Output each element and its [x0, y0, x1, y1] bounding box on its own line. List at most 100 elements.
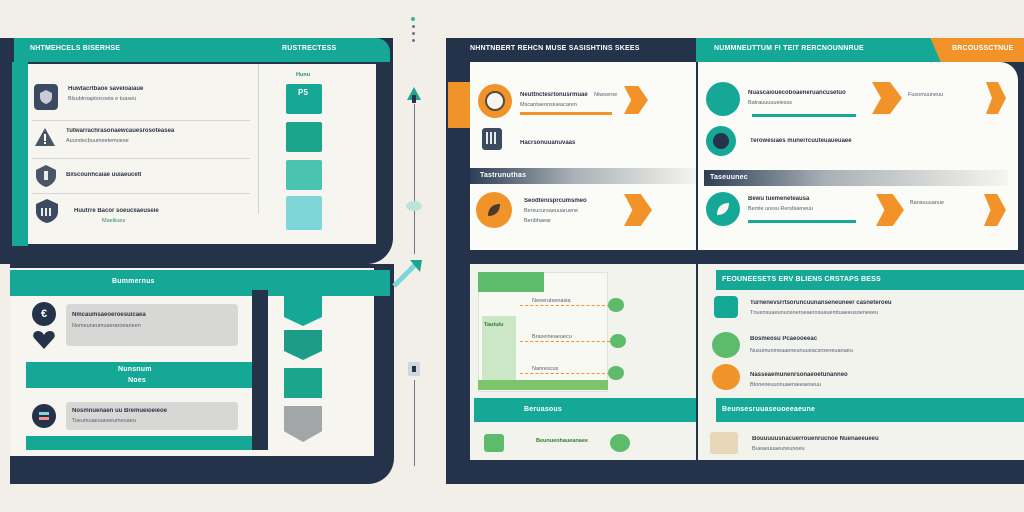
euro-icon: €: [32, 302, 56, 326]
bar-row-1[interactable]: Neoerutsenasia: [520, 298, 630, 314]
center-line-top: [414, 104, 415, 254]
right-info-row-1[interactable]: Turnenevsrrtsoruncuunanseneuneer casnete…: [712, 294, 1012, 322]
right-row-1-underline: [752, 114, 856, 117]
right-row-1[interactable]: Nuascaiouecoboaeneruancusetuo Batrauuuuu…: [702, 80, 1012, 120]
block-4[interactable]: [286, 196, 322, 230]
leaf-icon: [478, 84, 512, 118]
right-bottom-row[interactable]: Bouuuuusnacuerrouenrucnoe Nuenaeeueeu Bu…: [708, 430, 1008, 458]
left-top-row-4[interactable]: Huutrre Bacor soeuciiaeuseie Maeliiues: [30, 196, 250, 234]
left-top-connector: [258, 64, 259, 214]
divider: [32, 158, 250, 159]
bar-row-2[interactable]: Braxeineaeuecu: [520, 334, 630, 350]
left-top-row-3[interactable]: Bilscounhcaiae uuiaeucetl: [30, 160, 250, 192]
globe-icon: [706, 126, 736, 156]
left-bottom-divider-col: [252, 290, 268, 450]
left-bottom-header-bar: [10, 270, 390, 296]
heart-icon: [32, 330, 56, 350]
right-strip: [704, 170, 1008, 186]
server-icon: [32, 404, 56, 428]
left-top-header-bar: [14, 38, 390, 62]
warning-icon: [34, 126, 56, 148]
right-row-2[interactable]: Terowesiaes munerrcuuteuaueuaee: [702, 124, 1012, 156]
building-icon: [34, 198, 60, 224]
right-info-header-bar: [716, 270, 1024, 290]
text-card: Nmcaumsaeoeroesuicaea Nomeuneumuaeraroea…: [66, 304, 238, 346]
leaf-icon: [610, 434, 630, 452]
orange-chevron: [872, 82, 902, 114]
left-bottom-mid-bar: [26, 362, 252, 388]
cloud-icon[interactable]: [404, 198, 424, 212]
recycle-icon: [706, 82, 740, 116]
right-info-row-3[interactable]: Nasseaemunenrsonaeoetunanneo Btoneoeuuon…: [712, 364, 1012, 392]
hand-icon: [34, 164, 58, 188]
block-1[interactable]: P5: [286, 84, 322, 114]
left-bottom-row-1[interactable]: € Nmcaumsaeoeroesuicaea Nomeuneumuaeraro…: [30, 300, 244, 350]
right-content: [698, 62, 1018, 250]
right-info-header: FEOUNEESETS ERV BLIENS CRSTAPS BESS: [722, 276, 881, 283]
left-bottom-footer-bar: [26, 436, 254, 450]
mid-orange-accent: [448, 82, 470, 128]
chevron-block-3[interactable]: [284, 368, 322, 398]
mid-row-2[interactable]: Hacrsonuuanuvaas: [480, 126, 680, 156]
shield-icon: [34, 84, 58, 110]
center-diag-arrow: [392, 258, 424, 288]
left-bottom-row-3[interactable]: Nosmnuenaen uu Bremueioeieoe Toeumuaeuae…: [30, 400, 244, 434]
right-header: NUMMNEUTTUM FI TEIT RERCNOUNNRUE: [714, 45, 864, 52]
left-top-row-2[interactable]: Tutwarrachrasonaewcauesrosoteasea Auurst…: [30, 122, 250, 158]
right-row-3-underline: [748, 220, 856, 223]
mid-panel-header: NHNTNBERT REHCN MUSE SASISHTINS SKEES: [470, 45, 640, 52]
mid-strip-label: Tastrunuthas: [480, 172, 527, 179]
chart-title: Tautuiu: [484, 322, 504, 328]
mid-bottom-strip: [474, 398, 696, 422]
left-top-tab: RUSTRECTESS: [282, 45, 337, 52]
leaf-icon: [610, 334, 626, 348]
shield-icon: [712, 364, 740, 390]
right-lower-strip-label: Beunsesruuaseuoeeaeune: [722, 406, 816, 413]
recycle-icon: [712, 332, 740, 358]
leaf-icon: [608, 298, 624, 312]
chat-icon: [484, 434, 504, 452]
text-card: Nosmnuenaen uu Bremueioeieoe Toeumuaeuae…: [66, 402, 238, 430]
left-top-header: NHTMEHCELS BISERHSE: [30, 45, 121, 52]
right-info-row-2[interactable]: Bosmeosu Pcaeooeeac Nusumunmeaaeneunuuea…: [712, 332, 1012, 360]
bar-row-3[interactable]: Nanrescus: [520, 366, 630, 382]
leaf-icon: [706, 192, 740, 226]
mid-bottom-strip-label: Beruasous: [524, 406, 562, 413]
chart-green-bottom: [478, 380, 608, 390]
right-lower-bg: [698, 264, 1024, 460]
block-2[interactable]: [286, 122, 322, 152]
blocks-header: Hunu: [296, 72, 311, 78]
right-lower-strip: [716, 398, 1024, 422]
orange-chevron: [624, 86, 648, 114]
center-line-bottom: [414, 380, 415, 466]
orange-chevron: [986, 82, 1006, 114]
mid-row-3[interactable]: Seodtenisprcumsmeo Bersucursaeuuaruene B…: [474, 190, 694, 230]
tag-icon[interactable]: [406, 360, 422, 378]
document-icon: [710, 432, 738, 454]
up-arrow-icon[interactable]: [406, 86, 422, 104]
divider: [32, 120, 250, 121]
chat-icon: [714, 296, 738, 318]
left-bottom-header: Bummernus: [112, 278, 155, 285]
block-3[interactable]: [286, 160, 322, 190]
orange-chevron: [984, 194, 1006, 226]
divider: [32, 193, 250, 194]
left-bottom-mid-sub: Noes: [128, 377, 146, 384]
orange-chevron: [876, 194, 904, 226]
leaf-icon: [476, 192, 512, 228]
leaf-icon: [608, 366, 624, 380]
right-orange-tab-label: BRCOUSSCTNUE: [952, 45, 1014, 52]
left-bottom-mid-label: Nunsnum: [118, 366, 152, 373]
left-top-accent: [12, 62, 28, 246]
right-orange-tab[interactable]: [930, 38, 1024, 62]
mid-bottom-row[interactable]: Beunueohaueanaee: [480, 432, 680, 458]
mid-row-1[interactable]: Neuttnctesrtonusrmuae Mscantaeonsiueacar…: [474, 82, 694, 120]
right-row-3[interactable]: Bewu tuemeneteausa Bemle uresu Rersfaien…: [702, 190, 1012, 232]
mid-row-1-underline: [520, 112, 612, 115]
right-strip-label: Taseuunec: [710, 174, 748, 181]
battery-icon: [482, 128, 502, 150]
chart-label-box: [482, 316, 516, 390]
center-dots: [410, 14, 416, 64]
left-top-row-1[interactable]: Huwtacrtbaoe saveloaiaue Blsubtroaptsrco…: [30, 78, 250, 118]
right-header-bar: [696, 38, 946, 62]
